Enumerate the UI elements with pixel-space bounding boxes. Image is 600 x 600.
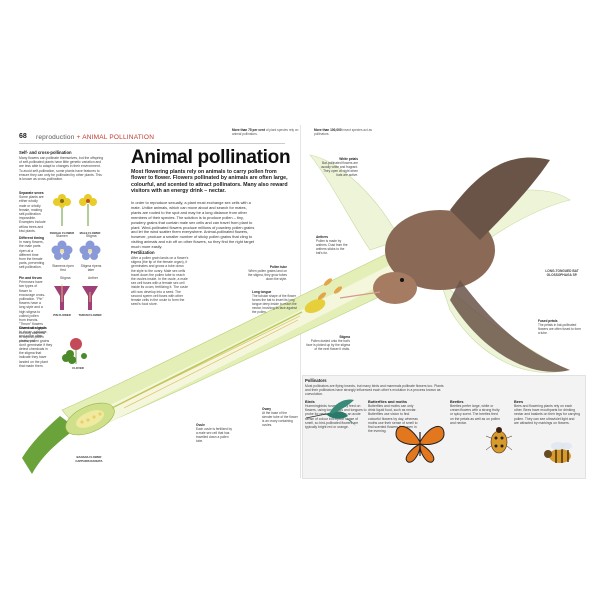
fertilization-text: After a pollen grain lands on a flower's… (131, 256, 189, 307)
sidebar-item-different-timing: Different timing In many flowers, the ma… (19, 236, 46, 270)
item-head: Separate sexes (19, 191, 44, 195)
different-timing-illustration (51, 240, 101, 260)
beetle-illustration (485, 427, 513, 454)
group-text: Beetles prefer large, white or cream flo… (450, 404, 500, 425)
sidebar-text: Many flowers can pollinate themselves, b… (19, 156, 104, 182)
separate-sexes-illustration (53, 194, 97, 226)
pollinators-head: Pollinators (305, 378, 327, 383)
caption-stamens-ripen: Stamens ripen first (52, 264, 74, 273)
item-head: Chemical signals (19, 326, 47, 330)
page-number: 68 (19, 133, 27, 140)
label-text: At the base of the slender tube of the f… (262, 410, 298, 427)
page-title: Animal pollination (131, 147, 291, 168)
sidebar-item-chemical-signals: Chemical signals In clover, cabbage, and… (19, 326, 53, 368)
stigma-label: Stigma Pollen dusted onto the bat's face… (304, 335, 350, 352)
fact2-bold: More than 100,000 (314, 128, 342, 132)
pollinator-bees: Bees Bees and flowering plants rely on e… (514, 400, 580, 425)
item-text: In clover, cabbage, and some other plant… (19, 330, 53, 368)
pollinators-intro: Pollinators Most pollinators are flying … (305, 378, 445, 397)
item-head: Pin and thrum (19, 276, 42, 280)
caption-pin-flower: PIN FLOWER (53, 313, 71, 317)
fact-left: More than 75 per cent of plant species r… (232, 128, 300, 136)
pollinators-panel (302, 375, 586, 479)
group-text: Butterflies and moths can only drink liq… (368, 404, 418, 434)
group-name: Butterflies and moths (368, 400, 408, 404)
fact1-text: of plant species rely on animal pollinat… (232, 128, 299, 136)
item-text: In many flowers, the male parts ripen at… (19, 240, 45, 270)
long-tongue-label: Long tongue The tubular shape of the flo… (252, 290, 300, 314)
header-rule (19, 143, 285, 144)
flower-caption: BANANA FLOWER CAPPARIS RADIATA (75, 455, 103, 463)
ovule-label: Ovule Each ovule is fertilized by a male… (196, 423, 234, 444)
label-thrum-anther: Anther (88, 276, 98, 280)
intro-text: Most flowering plants rely on animals to… (131, 169, 288, 194)
body-text: In order to reproduce sexually, a plant … (131, 200, 255, 250)
label-head: Ovule (196, 423, 205, 427)
section-prefix: reproduction (36, 133, 75, 141)
pin-thrum-illustration (54, 284, 98, 310)
pollinator-beetles: Beetles Beetles prefer large, white or c… (450, 400, 500, 425)
label-text: Pollen is made by anthers. Dust from the… (316, 238, 348, 255)
pollinator-butterflies-moths: Butterflies and moths Butterflies and mo… (368, 400, 420, 433)
caption-female-flower: FEMALE FLOWER (49, 231, 75, 235)
butterfly-illustration (395, 426, 445, 463)
fact-right: More than 100,000 insect species act as … (314, 128, 384, 136)
group-name: Beetles (450, 400, 464, 404)
label-stamen: Stamen (56, 234, 68, 238)
flower-cross-section-illustration (22, 154, 571, 474)
clover-illustration (62, 338, 87, 364)
caption-male-flower: MALE FLOWER (79, 231, 101, 235)
white-petals-label: White petals Bat-pollinated flowers are … (318, 157, 358, 178)
group-name: Bees (514, 400, 524, 404)
anthers-label: Anthers Pollen is made by anthers. Dust … (316, 235, 350, 256)
label-text: Pollen dusted onto the bat's face is pic… (306, 338, 350, 351)
sidebar: Self- and cross-pollination Many flowers… (19, 150, 104, 181)
sidebar-item-separate-sexes: Separate sexes Some plants are either wh… (19, 191, 46, 233)
fact1-bold: More than 75 per cent (232, 128, 265, 132)
caption-thrum-flower: THRUM FLOWER (78, 313, 102, 317)
group-name: Birds (305, 400, 315, 404)
label-text: The petals in bat-pollinated flowers are… (538, 322, 582, 335)
pollen-tube-label: Pollen tube When pollen grains land on t… (245, 265, 287, 282)
label-head: Fused petals (538, 319, 558, 323)
label-text: Bat-pollinated flowers are usually white… (320, 160, 358, 177)
caption-clover: CLOVER (72, 366, 84, 370)
bat-caption: LONG-TONGUED BAT GLOSSOPHAGA SP. (545, 269, 579, 277)
label-head: Pollen tube (269, 265, 287, 269)
fact2-text: insect species act as pollinators. (314, 128, 372, 136)
label-head: Anthers (316, 235, 329, 239)
group-text: Bees and flowering plants rely on each o… (514, 404, 580, 425)
item-text: Primroses have two types of flower to en… (19, 280, 46, 344)
label-text: Each ovule is fertilized by a male sex c… (196, 426, 232, 443)
fertilization-box: Fertilization After a pollen grain lands… (131, 250, 189, 306)
hummingbird-illustration (305, 399, 356, 426)
label-text: When pollen grains land on the stigma, t… (248, 268, 287, 281)
fused-petals-label: Fused petals The petals in bat-pollinate… (538, 319, 582, 336)
item-head: Different timing (19, 236, 45, 240)
sidebar-item-pin-thrum: Pin and thrum Primroses have two types o… (19, 276, 46, 343)
label-stigma: Stigma (86, 234, 97, 238)
label-head: Stigma (339, 335, 350, 339)
section-title: ANIMAL POLLINATION (82, 133, 155, 141)
label-head: Long tongue (252, 290, 272, 294)
label-text: The tubular shape of the flower forces t… (252, 293, 297, 314)
ovary-label: Ovary At the base of the slender tube of… (262, 407, 298, 428)
section-header: reproduction + ANIMAL POLLINATION (36, 133, 155, 141)
label-pin-stigma: Stigma (60, 276, 71, 280)
pollinators-text: Most pollinators are flying insects, but… (305, 384, 444, 397)
sidebar-title: Self- and cross-pollination (19, 150, 72, 155)
bee-illustration (544, 442, 572, 463)
label-head: Ovary (262, 407, 272, 411)
label-head: White petals (339, 157, 358, 161)
item-text: Some plants are either wholly male or wh… (19, 195, 46, 233)
caption-stigma-ripens: Stigma ripens later (80, 264, 102, 273)
fertilization-head: Fertilization (131, 250, 155, 255)
